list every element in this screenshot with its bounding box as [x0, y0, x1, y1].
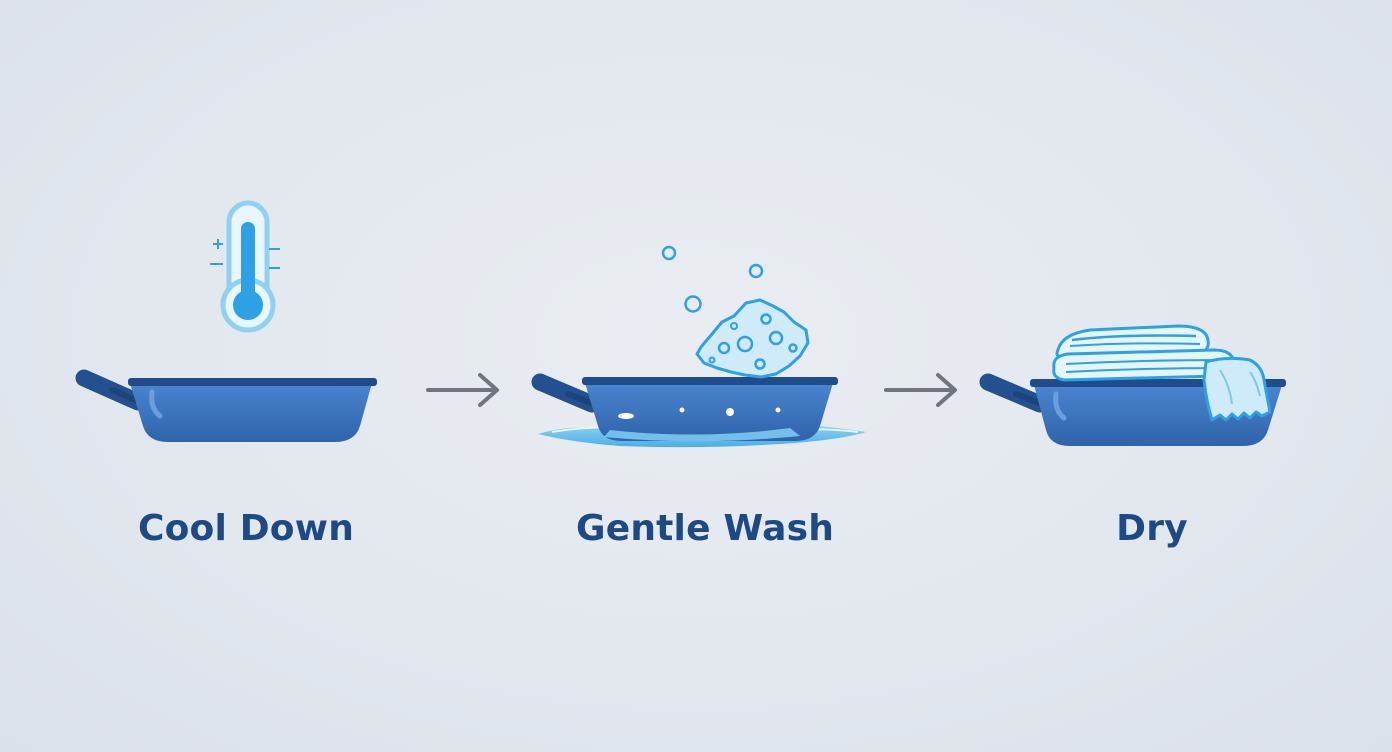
arrow-right-icon: [426, 373, 499, 407]
step-label-gentle-wash: Gentle Wash: [575, 508, 835, 549]
pan-icon: [531, 373, 838, 442]
towel-icon: [1052, 324, 1272, 422]
step-dry: [979, 324, 1286, 446]
bubbles-icon: [661, 245, 764, 313]
thermometer-icon: [210, 200, 280, 333]
sponge-icon: [695, 298, 810, 379]
arrow-right-icon: [884, 373, 957, 407]
pan-icon: [75, 369, 377, 442]
step-cool-down: [75, 200, 377, 442]
step-gentle-wash: [531, 245, 866, 448]
step-label-dry: Dry: [1116, 508, 1188, 549]
step-label-cool-down: Cool Down: [137, 508, 355, 549]
